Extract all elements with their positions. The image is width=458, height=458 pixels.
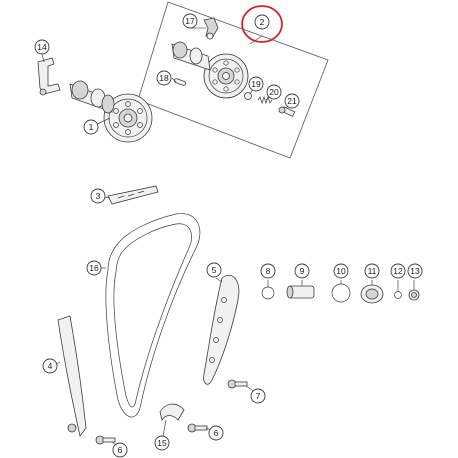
svg-text:2: 2 (260, 17, 265, 27)
callout-20: 20 (266, 84, 282, 100)
screw-tensioner[interactable] (227, 379, 248, 389)
callout-6-right: 6 (208, 425, 224, 441)
screw-plug-11[interactable] (360, 284, 384, 304)
camshaft-intake[interactable] (171, 41, 249, 99)
svg-text:4: 4 (48, 361, 53, 371)
svg-text:16: 16 (89, 263, 99, 273)
callout-2: 2 (254, 14, 270, 30)
svg-text:14: 14 (37, 42, 47, 52)
timing-chain[interactable] (105, 213, 201, 418)
callout-10: 10 (333, 263, 349, 279)
chain-guide-rail[interactable] (57, 315, 87, 437)
svg-text:15: 15 (157, 438, 167, 448)
svg-text:13: 13 (410, 266, 420, 276)
svg-text:20: 20 (269, 87, 279, 97)
svg-text:5: 5 (212, 265, 217, 275)
svg-text:6: 6 (214, 428, 219, 438)
callout-11: 11 (364, 263, 380, 279)
spring[interactable] (257, 95, 273, 105)
callout-6-left: 6 (112, 442, 128, 458)
svg-text:18: 18 (159, 73, 169, 83)
callout-18: 18 (156, 70, 172, 86)
svg-text:7: 7 (256, 391, 261, 401)
o-ring-10[interactable] (331, 283, 351, 303)
callout-21: 21 (284, 93, 300, 109)
svg-text:11: 11 (368, 266, 377, 276)
washer-12[interactable] (394, 291, 402, 299)
svg-text:8: 8 (266, 266, 271, 276)
chain-guide-piece[interactable] (159, 403, 185, 421)
decompressor-bracket[interactable] (37, 57, 61, 96)
chain-guide-rail-top[interactable] (107, 185, 159, 205)
callout-9: 9 (294, 263, 310, 279)
svg-text:1: 1 (89, 122, 94, 132)
svg-text:12: 12 (393, 266, 403, 276)
svg-text:19: 19 (251, 79, 261, 89)
screw-left[interactable] (95, 435, 116, 445)
callout-12: 12 (390, 263, 406, 279)
callout-15: 15 (154, 435, 170, 451)
screw-right[interactable] (187, 423, 208, 433)
decompressor-lever[interactable] (203, 17, 219, 40)
small-washer[interactable] (244, 92, 252, 100)
callout-19: 19 (248, 76, 264, 92)
callout-16: 16 (86, 260, 102, 276)
chain-tensioner-rail[interactable] (203, 274, 240, 385)
callout-3: 3 (90, 188, 106, 204)
svg-text:21: 21 (287, 96, 297, 106)
callout-13: 13 (407, 263, 423, 279)
callout-5: 5 (206, 262, 222, 278)
svg-text:3: 3 (96, 191, 101, 201)
svg-text:9: 9 (300, 266, 305, 276)
camshaft-exhaust[interactable] (69, 80, 153, 143)
cap-13[interactable] (408, 289, 420, 301)
svg-text:17: 17 (185, 16, 195, 26)
callout-7: 7 (250, 388, 266, 404)
assembly-frame (137, 1, 329, 159)
svg-text:6: 6 (118, 445, 123, 455)
callout-4: 4 (42, 358, 58, 374)
callout-14: 14 (34, 39, 50, 55)
bolt-small[interactable] (278, 106, 296, 117)
o-ring-8[interactable] (261, 286, 275, 300)
tensioner-plunger-9[interactable] (286, 285, 315, 299)
callout-1: 1 (83, 119, 99, 135)
callout-17: 17 (182, 13, 198, 29)
highlight-ring (241, 5, 283, 43)
svg-text:10: 10 (336, 266, 346, 276)
callout-8: 8 (260, 263, 276, 279)
